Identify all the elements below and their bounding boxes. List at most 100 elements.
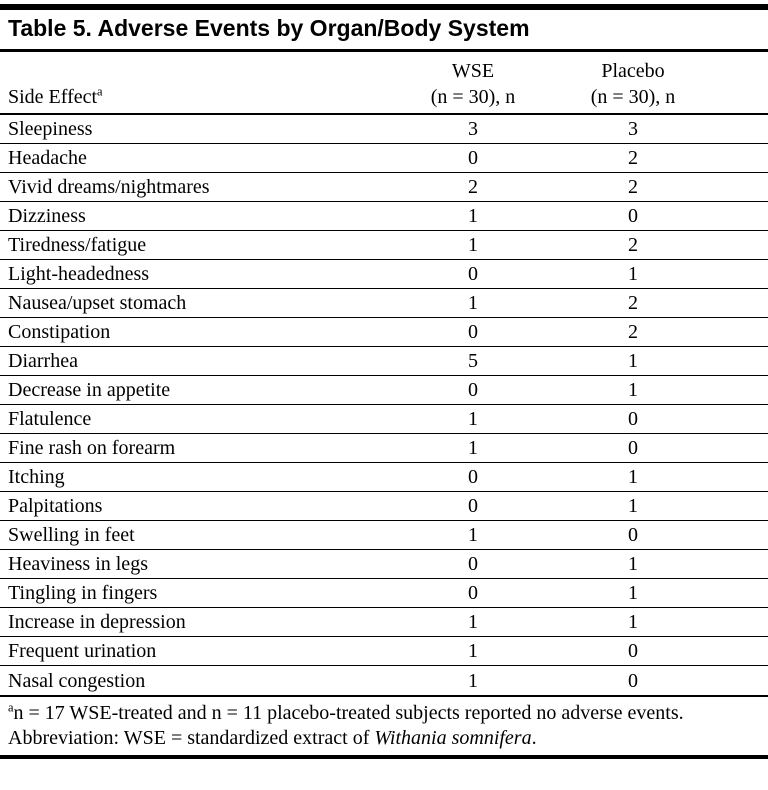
cell-placebo-count: 1 [628,582,638,604]
table-row: Light-headedness 0 1 [0,260,768,289]
divider-above-footnotes [0,695,768,697]
cell-placebo-count: 0 [628,524,638,546]
cell-wse-count: 1 [468,611,478,633]
cell-side-effect: Nasal congestion [8,669,146,692]
divider-below-header [0,113,768,115]
cell-side-effect: Fine rash on forearm [8,437,176,459]
table-title: Table 5. Adverse Events by Organ/Body Sy… [8,15,530,41]
footnote-marker-a: a [97,84,103,99]
col-header-wse: WSE (n = 30), n [388,58,558,110]
cell-wse-count: 0 [468,466,478,488]
cell-wse-count: 0 [468,147,478,169]
cell-placebo-count: 1 [628,495,638,517]
cell-wse-count: 1 [468,437,478,459]
cell-placebo-count: 2 [628,321,638,343]
cell-side-effect: Itching [8,466,65,488]
cell-placebo-count: 1 [628,466,638,488]
cell-placebo-count: 2 [628,176,638,198]
table-row: Sleepiness 3 3 [0,115,768,144]
table-header: Side Effecta WSE (n = 30), n Placebo (n … [0,52,768,113]
cell-placebo-count: 1 [628,350,638,372]
col-header-placebo: Placebo (n = 30), n [558,58,708,110]
cell-side-effect: Tiredness/fatigue [8,234,147,256]
cell-side-effect: Headache [8,147,87,169]
table-row: Palpitations 0 1 [0,492,768,521]
cell-wse-count: 1 [468,292,478,314]
cell-placebo-count: 2 [628,147,638,169]
cell-placebo-count: 0 [628,640,638,662]
divider-below-title [0,49,768,52]
cell-side-effect: Sleepiness [8,118,93,140]
cell-side-effect: Swelling in feet [8,524,135,546]
footnote-abbreviation-prefix: Abbreviation: WSE = standardized extract… [8,727,375,749]
cell-wse-count: 0 [468,379,478,401]
table-body: Sleepiness 3 3 Headache 0 2 Vivid dreams… [0,115,768,695]
footnote-no-adverse-events-text: n = 17 WSE-treated and n = 11 placebo-tr… [13,702,684,724]
table-row: Fine rash on forearm 1 0 [0,434,768,463]
table-footnotes: an = 17 WSE-treated and n = 11 placebo-t… [0,697,768,755]
table-row: Nasal congestion 1 0 [0,666,768,695]
table-row: Nausea/upset stomach 1 2 [0,289,768,318]
cell-placebo-count: 0 [628,437,638,459]
divider-top [0,4,768,10]
cell-placebo-count: 1 [628,263,638,285]
cell-wse-count: 0 [468,582,478,604]
cell-placebo-count: 2 [628,292,638,314]
cell-placebo-count: 1 [628,611,638,633]
cell-side-effect: Palpitations [8,495,103,517]
table-row: Frequent urination 1 0 [0,637,768,666]
cell-placebo-count: 0 [628,205,638,227]
cell-placebo-count: 0 [628,408,638,430]
cell-wse-count: 2 [468,176,478,198]
footnote-no-adverse-events: an = 17 WSE-treated and n = 11 placebo-t… [8,701,688,726]
cell-wse-count: 1 [468,640,478,662]
table-row: Dizziness 1 0 [0,202,768,231]
cell-wse-count: 1 [468,524,478,546]
cell-wse-count: 1 [468,669,478,692]
cell-wse-count: 0 [468,321,478,343]
cell-side-effect: Vivid dreams/nightmares [8,176,210,198]
col-header-placebo-sub: (n = 30), n [590,86,676,108]
cell-side-effect: Constipation [8,321,111,343]
col-header-placebo-name: Placebo [601,60,665,82]
cell-wse-count: 0 [468,553,478,575]
cell-wse-count: 5 [468,350,478,372]
cell-side-effect: Frequent urination [8,640,157,662]
col-header-wse-name: WSE [451,60,495,82]
cell-wse-count: 1 [468,234,478,256]
cell-side-effect: Light-headedness [8,263,150,285]
cell-side-effect: Decrease in appetite [8,379,171,401]
cell-side-effect: Diarrhea [8,350,78,372]
cell-wse-count: 3 [468,118,478,140]
col-header-side-effect: Side Effecta [0,84,388,110]
cell-wse-count: 0 [468,263,478,285]
table-row: Tingling in fingers 0 1 [0,579,768,608]
table-row: Headache 0 2 [0,144,768,173]
table-row: Vivid dreams/nightmares 2 2 [0,173,768,202]
cell-side-effect: Flatulence [8,408,92,430]
cell-side-effect: Increase in depression [8,611,186,633]
species-name: Withania somnifera [374,727,532,749]
table-row: Swelling in feet 1 0 [0,521,768,550]
cell-placebo-count: 1 [628,379,638,401]
table-row: Itching 0 1 [0,463,768,492]
col-header-wse-sub: (n = 30), n [430,86,516,108]
divider-bottom [0,755,768,759]
table-row: Increase in depression 1 1 [0,608,768,637]
cell-placebo-count: 0 [628,669,638,692]
cell-wse-count: 0 [468,495,478,517]
cell-side-effect: Heaviness in legs [8,553,148,575]
cell-side-effect: Nausea/upset stomach [8,292,187,314]
cell-wse-count: 1 [468,205,478,227]
table-row: Heaviness in legs 0 1 [0,550,768,579]
cell-placebo-count: 3 [628,118,638,140]
table-row: Flatulence 1 0 [0,405,768,434]
cell-placebo-count: 1 [628,553,638,575]
footnote-abbreviation: Abbreviation: WSE = standardized extract… [8,726,760,751]
cell-placebo-count: 2 [628,234,638,256]
col-header-side-effect-label: Side Effect [8,86,98,108]
cell-side-effect: Tingling in fingers [8,582,158,604]
table-row: Constipation 0 2 [0,318,768,347]
table-row: Tiredness/fatigue 1 2 [0,231,768,260]
